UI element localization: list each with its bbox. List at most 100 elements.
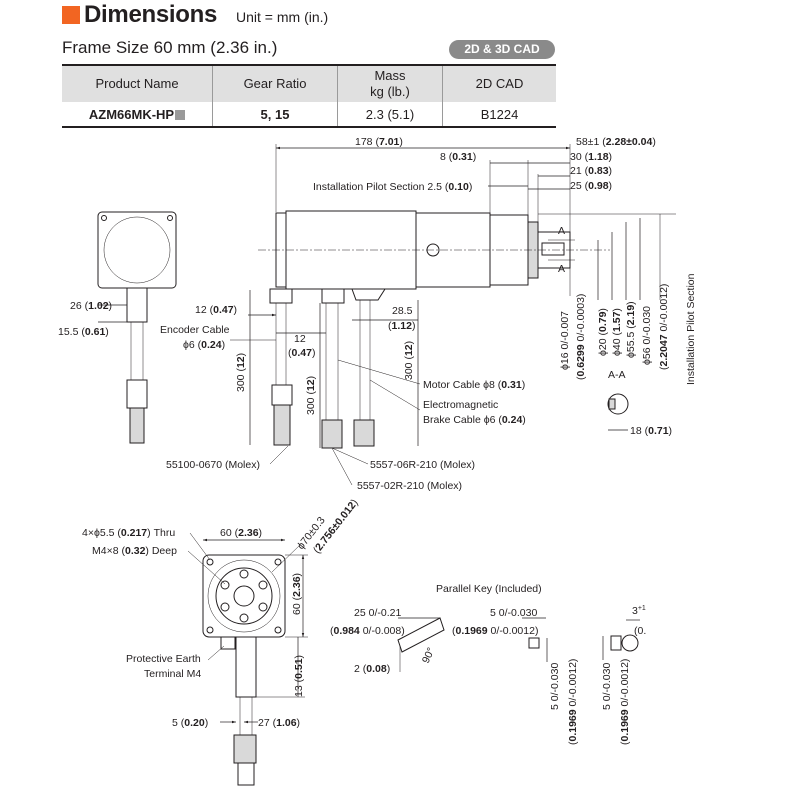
leader-line: [331, 447, 369, 465]
dim-300-a: 300 (12): [235, 353, 247, 392]
shaft-keyway: [541, 242, 565, 256]
encoder-connector-body: [273, 404, 291, 446]
encoder-connector: [271, 384, 293, 406]
front-connector: [233, 734, 257, 764]
molex-label-brake: 5557-02R-210 (Molex): [357, 480, 462, 492]
cell-cad[interactable]: B1224: [442, 102, 556, 128]
earth-terminal: [220, 636, 236, 650]
key-angle: 90°: [420, 646, 438, 665]
dim-27: 27 (1.06): [258, 717, 300, 729]
thru-holes-label: 4×ϕ5.5 (0.217) Thru: [82, 527, 175, 539]
encoder-cable-label: Encoder Cable: [160, 324, 230, 336]
dim-12-b: 12: [294, 333, 306, 345]
key-dim-5w-in: (0.1969 0/-0.0012): [452, 625, 538, 637]
dim-58: 58±1 (2.28±0.04): [576, 136, 656, 148]
frame-size-heading: Frame Size 60 mm (2.36 in.): [62, 38, 278, 57]
motor-cable-boot: [321, 288, 345, 304]
dim-phi16-in: (0.6299 0/-0.0003): [575, 294, 587, 380]
dim-21: 21 (0.83): [570, 165, 612, 177]
dim-phi56: ϕ56 0/-0.030: [641, 306, 653, 365]
dim-60-a: 60 (2.36): [220, 527, 262, 539]
leader-line: [271, 544, 301, 573]
section-aa-key: [608, 398, 616, 410]
front-shaft: [233, 585, 255, 607]
motor-side-view: [258, 210, 610, 449]
brake-cable-label-1: Electromagnetic: [423, 399, 498, 411]
key-dim-5w: 5 0/-0.030: [490, 607, 537, 619]
unit-note: Unit = mm (in.): [236, 9, 329, 25]
brake-cable-boot: [351, 288, 386, 301]
accent-square: [62, 6, 80, 24]
leader-line: [187, 550, 226, 585]
dim-8: 8 (0.31): [440, 151, 476, 163]
section-a-arrow-bottom: A: [558, 263, 565, 275]
dim-phi20: ϕ20 (0.79): [597, 308, 609, 356]
leader-line: [331, 447, 353, 486]
molex-label-motor: 5557-06R-210 (Molex): [370, 459, 475, 471]
key-dim-5h-in: (0.1969 0/-0.0012): [567, 659, 579, 745]
table-row: AZM66MK-HP 5, 15 2.3 (5.1) B1224: [62, 102, 556, 128]
rear-view: [97, 211, 177, 444]
product-name: AZM66MK-HP: [88, 106, 175, 122]
rear-view-connector: [126, 379, 148, 409]
dim-phi55: ϕ55.5 (2.19): [625, 301, 637, 358]
motor-connector: [321, 419, 343, 449]
front-thru-hole: [206, 626, 214, 634]
dim-phi56-in: (2.2047 0/-0.0012): [658, 284, 670, 370]
leader-line: [369, 379, 421, 411]
front-thru-hole: [274, 626, 282, 634]
key-dim-3-in: (0.: [634, 625, 646, 637]
dim-12-b-in: (0.47): [288, 347, 315, 359]
front-thru-hole: [274, 558, 282, 566]
key-dim-2: 2 (0.08): [354, 663, 390, 675]
dim-5: 5 (0.20): [172, 717, 208, 729]
protective-earth-label-1: Protective Earth: [126, 653, 201, 665]
front-cable-boot: [235, 636, 257, 698]
key-dim-5h: 5 0/-0.030: [549, 663, 561, 710]
dim-phi16: ϕ16 0/-0.007: [559, 311, 571, 370]
key-dim-25: 25 0/-0.21: [354, 607, 401, 619]
col-gear-ratio: Gear Ratio: [212, 64, 338, 102]
encoder-cable-phi: ϕ6 (0.24): [183, 339, 225, 351]
key-dim-25-in: (0.984 0/-0.008): [330, 625, 405, 637]
molex-label-encoder: 55100-0670 (Molex): [166, 459, 260, 471]
col-mass-line1: Mass: [374, 68, 406, 83]
dim-26: 26 (1.02): [70, 300, 112, 312]
front-tap-hole: [220, 602, 230, 612]
motor-cable-label: Motor Cable ϕ8 (0.31): [423, 379, 525, 391]
dim-178: 178 (7.01): [355, 136, 403, 148]
dim-18: 18 (0.71): [630, 425, 672, 437]
col-2d-cad: 2D CAD: [442, 64, 556, 102]
dim-25: 25 (0.98): [570, 180, 612, 192]
gearhead-flange: [489, 214, 529, 286]
page-title: Dimensions: [84, 1, 218, 28]
rear-view-circle: [103, 216, 171, 284]
section-aa-label: A-A: [608, 369, 626, 381]
leader-line: [189, 532, 211, 561]
shaft-end-circle: [621, 634, 639, 652]
rear-view-hole: [101, 215, 107, 221]
rear-view-cable-boot: [126, 287, 148, 323]
key-side-view: [397, 617, 445, 653]
leader-line: [337, 359, 421, 385]
cell-product: AZM66MK-HP: [62, 102, 213, 128]
front-tap-hole: [220, 580, 230, 590]
tap-holes-label: M4×8 (0.32) Deep: [92, 545, 177, 557]
pilot-vertical-label: Installation Pilot Section: [685, 273, 697, 385]
dim-15-5: 15.5 (0.61): [58, 326, 109, 338]
front-tap-hole: [258, 602, 268, 612]
cad-badge[interactable]: 2D & 3D CAD: [449, 40, 555, 59]
dim-300-c: 300 (12): [403, 341, 415, 380]
cell-gear-ratio: 5, 15: [212, 102, 338, 128]
dim-30: 30 (1.18): [570, 151, 612, 163]
leader-line: [269, 445, 289, 465]
brake-connector: [353, 419, 375, 447]
front-connector-body: [237, 762, 255, 786]
parallel-key-label: Parallel Key (Included): [436, 583, 542, 595]
rear-view-frame: [97, 211, 177, 289]
shaft-end-key: [610, 635, 622, 651]
key-end-view: [528, 637, 540, 649]
front-tap-hole: [239, 613, 249, 623]
